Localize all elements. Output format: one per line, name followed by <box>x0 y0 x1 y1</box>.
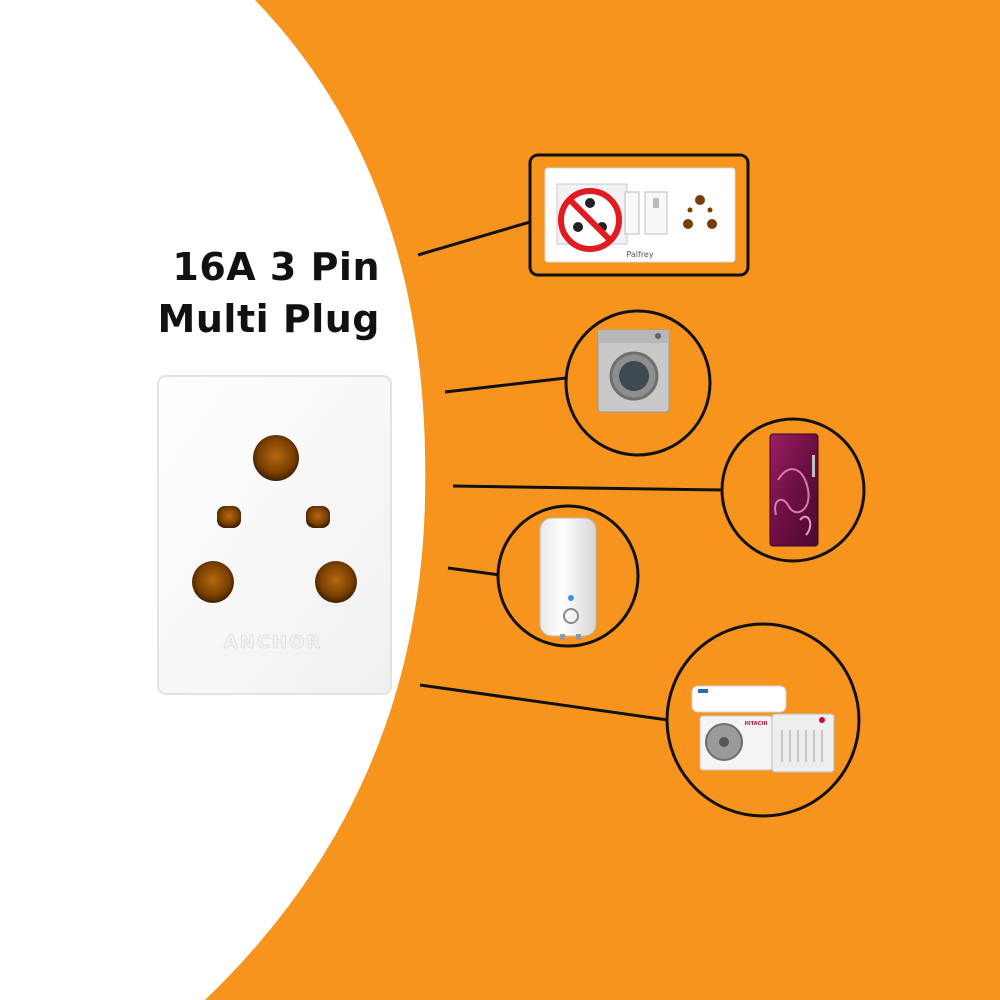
product-title-line-2: Multi Plug <box>157 297 380 341</box>
switchboard-brand-label: Palfrey <box>626 250 653 259</box>
small-pin-hole-left <box>217 506 241 528</box>
socket-brand-emboss: ANCHOR <box>224 632 322 653</box>
earth-pin-hole <box>253 435 299 481</box>
neutral-pin-hole <box>315 561 357 603</box>
appliance-refrigerator <box>720 417 866 563</box>
three-pin-socket: ANCHOR <box>157 375 392 695</box>
connector-lines <box>417 220 723 722</box>
product-title-line-1: 16A 3 Pin <box>172 245 380 289</box>
prohibited-icon <box>558 188 622 252</box>
small-pin-hole-right <box>306 506 330 528</box>
ac-brand-label: HITACHI <box>745 721 768 727</box>
appliance-washing-machine <box>564 309 712 457</box>
live-pin-hole <box>192 561 234 603</box>
appliance-switchboard: Palfrey <box>528 153 750 277</box>
appliance-air-conditioner: HITACHI <box>665 622 861 818</box>
appliance-water-heater <box>496 504 640 648</box>
